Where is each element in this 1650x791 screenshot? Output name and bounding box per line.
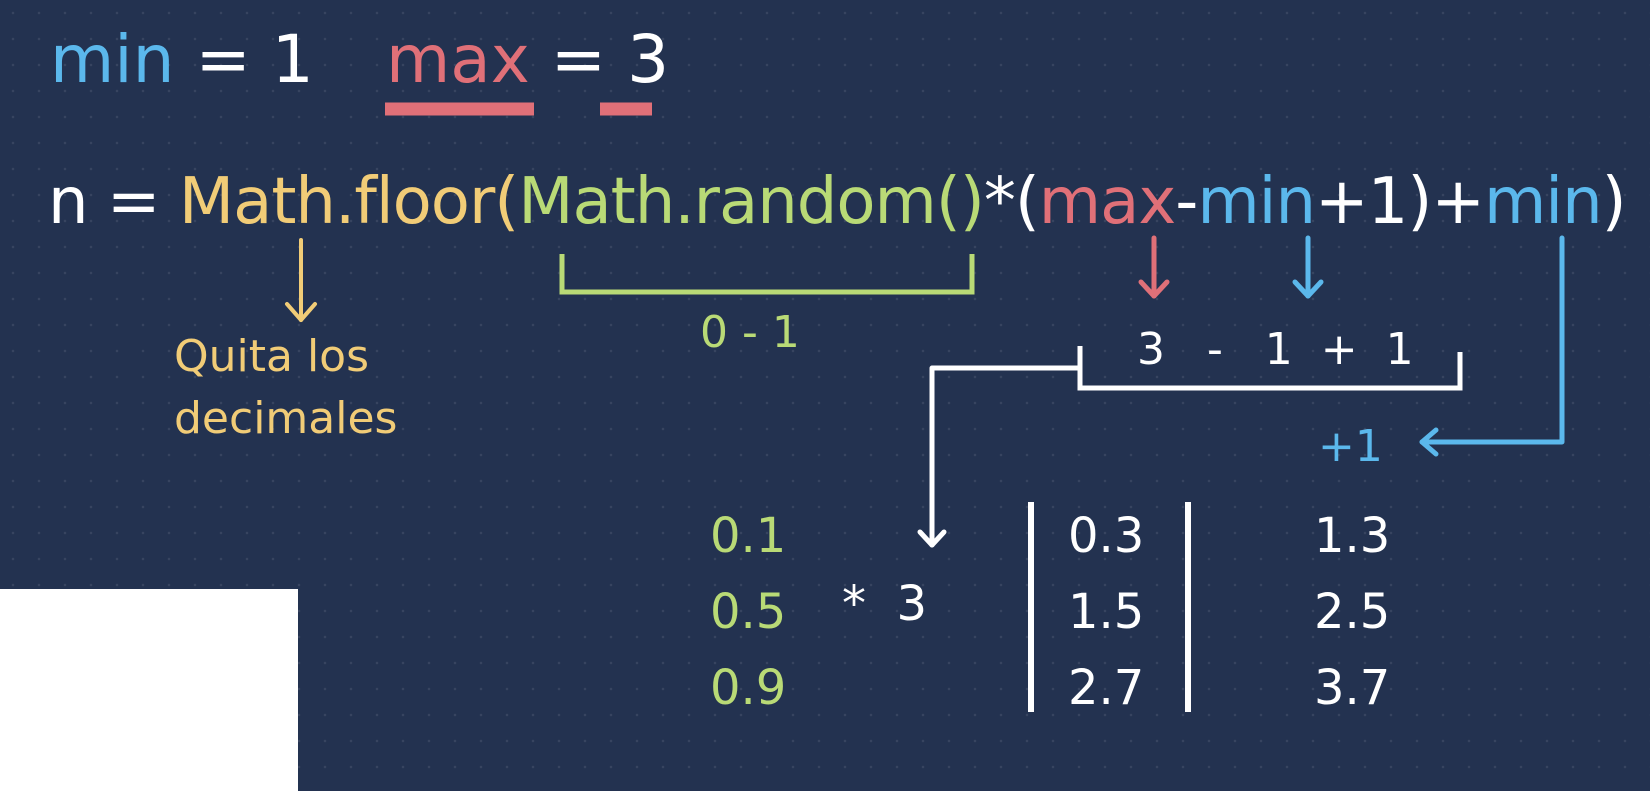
products-column: 0.3 1.5 2.7 <box>1068 498 1144 726</box>
product-value: 0.3 <box>1068 508 1145 564</box>
formula-minus: - <box>1175 165 1198 239</box>
floor-note-line-2: decimales <box>174 393 398 444</box>
formula-min-offset: min <box>1483 165 1603 239</box>
product-value: 1.5 <box>1068 584 1145 640</box>
min-variable: min <box>50 21 175 98</box>
range-bracket <box>1077 346 1463 391</box>
random-formula: n = Math.floor(Math.random()*(max-min+1)… <box>48 162 1627 242</box>
max-value: 3 <box>627 21 670 98</box>
formula-n-equals: n = <box>48 165 179 239</box>
random-bracket <box>559 254 975 295</box>
floor-down-arrow <box>285 238 317 322</box>
floor-note: Quita los decimales <box>174 326 397 450</box>
formula-close: ) <box>1601 165 1627 239</box>
random-values-column: 0.1 0.5 0.9 <box>710 498 786 726</box>
min-value: = 1 <box>174 21 314 98</box>
formula-plus-one: +1)+ <box>1315 165 1485 239</box>
multiplier-label: * 3 <box>842 576 928 632</box>
blank-panel <box>0 589 298 791</box>
random-value: 0.5 <box>710 584 787 640</box>
variable-definitions: min = 1 <box>50 20 314 100</box>
formula-math-random: Math.random() <box>518 165 985 239</box>
max-definition: max = 3 <box>386 21 670 98</box>
range-to-multiplier-arrow <box>917 365 1083 548</box>
range-calculation: 3 - 1 + 1 <box>1137 324 1414 375</box>
result-value: 2.5 <box>1314 584 1391 640</box>
floor-note-line-1: Quita los <box>174 331 370 382</box>
max-variable: max <box>386 21 530 98</box>
formula-min: min <box>1197 165 1316 239</box>
min-down-arrow <box>1292 235 1324 299</box>
max-down-arrow <box>1138 235 1170 299</box>
result-value: 1.3 <box>1314 508 1391 564</box>
formula-times: *( <box>983 165 1040 239</box>
formula-math-floor: Math.floor( <box>178 165 519 239</box>
formula-max: max <box>1038 165 1176 239</box>
product-value: 2.7 <box>1068 660 1145 716</box>
random-value: 0.1 <box>710 508 787 564</box>
plus-one-label: +1 <box>1318 421 1383 472</box>
random-range-label: 0 - 1 <box>700 307 800 358</box>
random-value: 0.9 <box>710 660 787 716</box>
result-value: 3.7 <box>1314 660 1391 716</box>
min-to-plus-one-arrow <box>1419 235 1565 457</box>
results-column: 1.3 2.5 3.7 <box>1314 498 1390 726</box>
